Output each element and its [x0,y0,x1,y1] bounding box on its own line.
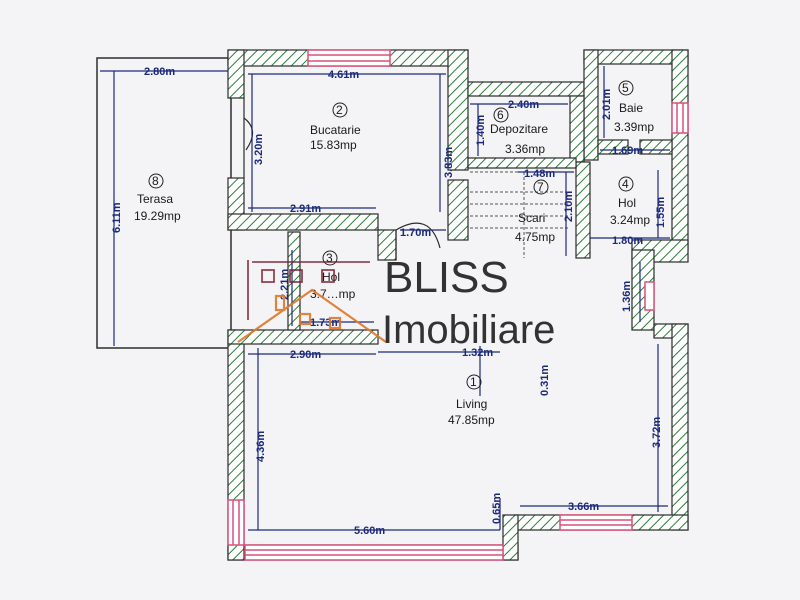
dim-bucatarie-width: 4.61m [328,69,359,81]
room-living-name: Living [456,397,487,411]
brand-name-line2: Imobiliare [382,308,555,352]
dim-hol3-width: 1.73m [310,317,341,329]
dim-terasa-height: 6.11m [111,202,123,233]
room-hol4-name: Hol [618,196,636,210]
dim-baie-depth: 2.01m [601,89,613,120]
room-baie: 5 Baie 3.39mp [614,80,654,134]
room-scari-number: 7 [537,180,544,194]
walls [227,49,689,561]
room-scari-name: Scari [518,211,545,225]
logo-roof [237,288,387,343]
stairs [470,171,570,258]
dim-hol4-depth: 1.55m [655,197,667,228]
room-hol3-name: Hol [322,270,340,284]
room-living-area: 47.85mp [448,413,495,427]
dim-living-bottom-right: 3.66m [568,501,599,513]
dim-scari-depth: 2.10m [563,191,575,222]
dim-living-bottom: 5.60m [354,525,385,537]
room-terasa: 8 Terasa 19.29mp [134,173,181,223]
room-hol4: 4 Hol 3.24mp [610,176,650,227]
logo-mark [247,260,370,320]
room-bucatarie-area: 15.83mp [310,138,357,152]
dim-living-right: 3.72m [651,417,663,448]
room-baie-name: Baie [619,101,643,115]
room-bucatarie: 2 Bucatarie 15.83mp [310,102,361,152]
brand-name-line1: BLISS [384,253,509,302]
dim-hol3-height: 2.21m [279,269,291,300]
room-hol3-number: 3 [326,251,333,265]
dim-right-small: 1.36m [621,281,633,312]
room-terasa-number: 8 [152,174,159,188]
dim-living-top-left: 2.90m [290,349,321,361]
dimension-labels: 2.80m 6.11m 4.61m 3.20m 3.83m 2.91m 1.70… [111,66,667,537]
dim-depozitare-depth: 1.40m [475,115,487,146]
room-terasa-area: 19.29mp [134,209,181,223]
room-hol4-number: 4 [622,177,629,191]
room-baie-number: 5 [622,81,629,95]
dim-living-notch: 0.65m [491,493,503,524]
dim-hol4-width: 1.80m [612,235,643,247]
room-scari: 7 Scari 4.75mp [515,179,555,244]
room-scari-area: 4.75mp [515,230,555,244]
room-hol4-area: 3.24mp [610,213,650,227]
room-labels: 1 Living 47.85mp 2 Bucatarie 15.83mp 3 H… [134,80,654,427]
dim-depozitare-width: 2.40m [508,99,539,111]
room-living: 1 Living 47.85mp [448,374,495,427]
room-depozitare-name: Depozitare [490,122,548,136]
room-bucatarie-number: 2 [336,103,343,117]
room-bucatarie-name: Bucatarie [310,123,361,137]
windows [227,49,689,561]
dim-bucatarie-depth: 3.20m [253,134,265,165]
room-baie-area: 3.39mp [614,120,654,134]
room-depozitare: 6 Depozitare 3.36mp [490,107,548,156]
room-depozitare-number: 6 [497,108,504,122]
dim-bucatarie-right: 3.83m [443,147,455,178]
dim-living-left: 4.36m [255,431,267,462]
dim-scari-width: 1.48m [524,168,555,180]
dim-bucatarie-bottom: 2.91m [290,203,321,215]
dim-baie-width: 1.69m [612,145,643,157]
brand-logo: BLISS Imobiliare [237,253,555,352]
dim-hall-opening: 1.70m [400,227,431,239]
room-living-number: 1 [470,375,477,389]
dim-living-top-mid: 1.32m [462,347,493,359]
room-terasa-name: Terasa [137,192,173,206]
dim-terasa-width: 2.80m [144,66,175,78]
dim-living-step: 0.31m [539,365,551,396]
room-depozitare-area: 3.36mp [505,142,545,156]
